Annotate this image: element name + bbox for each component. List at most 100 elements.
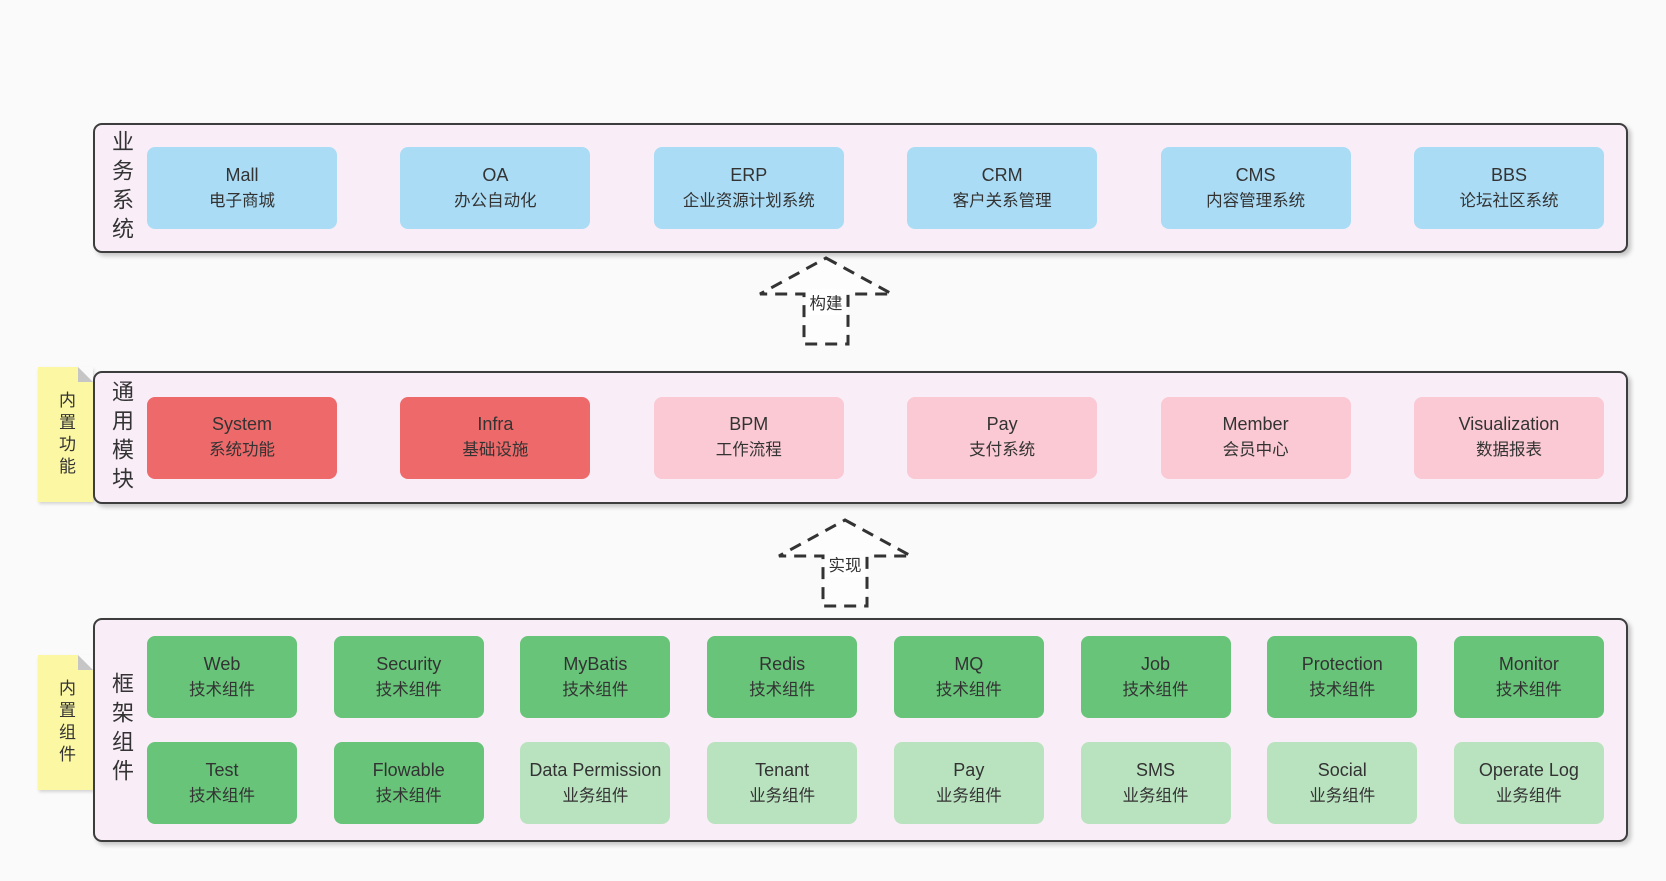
box-subtitle: 技术组件 — [935, 680, 1002, 699]
box-title: Visualization — [1458, 414, 1560, 435]
box-redis: Redis 技术组件 — [707, 636, 858, 718]
business-systems-label-col: 业务系统 — [95, 125, 147, 251]
build-arrow-label: 构建 — [806, 289, 846, 315]
box-job: Job 技术组件 — [1080, 636, 1231, 718]
box-subtitle: 技术组件 — [562, 680, 629, 699]
box-protection: Protection 技术组件 — [1267, 636, 1418, 718]
box-title: MQ — [954, 653, 984, 674]
box-subtitle: 办公自动化 — [454, 191, 537, 210]
box-subtitle: 电子商城 — [209, 191, 275, 210]
box-subtitle: 业务组件 — [1122, 786, 1189, 805]
implement-arrow: 实现 — [777, 518, 913, 608]
box-title: Monitor — [1498, 653, 1559, 674]
box-title: Security — [376, 653, 442, 674]
framework-row-1: Web 技术组件 Security 技术组件 MyBatis 技术组件 Redi… — [147, 636, 1604, 718]
common-modules-panel: 通用模块 System 系统功能 Infra 基础设施 BPM 工作流程 Pay… — [93, 371, 1628, 504]
framework-row-2: Test 技术组件 Flowable 技术组件 Data Permission … — [147, 742, 1604, 824]
box-subtitle: 业务组件 — [935, 786, 1002, 805]
sticky-note-builtin-components: 内置组件 — [38, 655, 93, 790]
box-social: Social 业务组件 — [1267, 742, 1418, 824]
box-infra: Infra 基础设施 — [400, 396, 591, 479]
box-subtitle: 技术组件 — [189, 786, 255, 805]
folded-corner-icon — [78, 367, 93, 382]
box-oa: OA 办公自动化 — [400, 147, 591, 229]
box-operate-log: Operate Log 业务组件 — [1453, 742, 1604, 824]
sticky-label: 内置功能 — [56, 390, 75, 479]
box-tenant: Tenant 业务组件 — [707, 742, 858, 824]
box-title: SMS — [1136, 759, 1176, 780]
sticky-label: 内置组件 — [56, 678, 75, 767]
common-modules-label: 通用模块 — [109, 379, 134, 496]
box-title: Pay — [953, 759, 985, 780]
box-cms: CMS 内容管理系统 — [1160, 147, 1351, 229]
box-title: Redis — [759, 653, 806, 674]
box-title: System — [211, 414, 272, 435]
framework-components-label-col: 框架组件 — [95, 620, 147, 840]
box-subtitle: 企业资源计划系统 — [682, 191, 815, 210]
box-subtitle: 技术组件 — [1495, 680, 1562, 699]
box-title: CMS — [1235, 164, 1276, 185]
box-subtitle: 基础设施 — [462, 441, 529, 460]
box-system: System 系统功能 — [147, 396, 337, 479]
box-title: Social — [1317, 759, 1367, 780]
box-bpm: BPM 工作流程 — [653, 396, 844, 479]
box-subtitle: 技术组件 — [189, 680, 255, 699]
box-title: Test — [205, 759, 239, 780]
sticky-note-builtin-functions: 内置功能 — [38, 367, 93, 502]
box-title: Data Permission — [529, 759, 662, 780]
box-title: Mall — [225, 164, 259, 185]
box-subtitle: 工作流程 — [715, 441, 782, 460]
box-subtitle: 技术组件 — [375, 680, 442, 699]
box-subtitle: 技术组件 — [749, 680, 816, 699]
framework-components-label: 框架组件 — [109, 672, 134, 788]
box-title: BBS — [1490, 164, 1527, 185]
box-subtitle: 技术组件 — [1122, 680, 1189, 699]
box-title: BPM — [729, 414, 769, 435]
box-title: Flowable — [372, 759, 445, 780]
box-subtitle: 会员中心 — [1222, 441, 1289, 460]
box-subtitle: 数据报表 — [1475, 441, 1542, 460]
box-subtitle: 技术组件 — [1309, 680, 1376, 699]
business-systems-label: 业务系统 — [109, 130, 134, 246]
box-pay-component: Pay 业务组件 — [893, 742, 1044, 824]
business-systems-boxes: Mall 电子商城 OA 办公自动化 ERP 企业资源计划系统 CRM 客户关系… — [147, 147, 1626, 229]
box-title: Web — [203, 653, 241, 674]
box-subtitle: 支付系统 — [969, 441, 1036, 460]
implement-arrow-label: 实现 — [825, 551, 865, 577]
box-subtitle: 业务组件 — [749, 786, 816, 805]
box-visualization: Visualization 数据报表 — [1413, 396, 1604, 479]
box-test: Test 技术组件 — [147, 742, 297, 824]
box-subtitle: 论坛社区系统 — [1459, 191, 1559, 210]
box-title: Tenant — [755, 759, 810, 780]
box-subtitle: 技术组件 — [375, 786, 442, 805]
box-mq: MQ 技术组件 — [893, 636, 1044, 718]
common-modules-label-col: 通用模块 — [95, 373, 147, 502]
common-modules-boxes: System 系统功能 Infra 基础设施 BPM 工作流程 Pay 支付系统… — [147, 396, 1626, 479]
box-title: Pay — [986, 414, 1018, 435]
box-title: Operate Log — [1478, 759, 1579, 780]
box-bbs: BBS 论坛社区系统 — [1413, 147, 1604, 229]
box-mybatis: MyBatis 技术组件 — [520, 636, 671, 718]
box-title: MyBatis — [563, 653, 628, 674]
box-erp: ERP 企业资源计划系统 — [653, 147, 844, 229]
box-pay-system: Pay 支付系统 — [907, 396, 1098, 479]
box-security: Security 技术组件 — [333, 636, 484, 718]
build-arrow: 构建 — [758, 256, 894, 346]
box-title: Member — [1222, 414, 1289, 435]
box-title: Job — [1141, 653, 1171, 674]
folded-corner-icon — [78, 655, 93, 670]
box-sms: SMS 业务组件 — [1080, 742, 1231, 824]
box-member: Member 会员中心 — [1160, 396, 1351, 479]
box-title: OA — [482, 164, 509, 185]
box-subtitle: 业务组件 — [1495, 786, 1562, 805]
box-data-permission: Data Permission 业务组件 — [520, 742, 671, 824]
box-subtitle: 客户关系管理 — [952, 191, 1052, 210]
box-subtitle: 业务组件 — [1309, 786, 1376, 805]
framework-components-grid: Web 技术组件 Security 技术组件 MyBatis 技术组件 Redi… — [147, 636, 1626, 824]
business-systems-panel: 业务系统 Mall 电子商城 OA 办公自动化 ERP 企业资源计划系统 CRM… — [93, 123, 1628, 253]
box-title: ERP — [730, 164, 768, 185]
box-monitor: Monitor 技术组件 — [1453, 636, 1604, 718]
box-subtitle: 系统功能 — [209, 441, 275, 460]
box-mall: Mall 电子商城 — [147, 147, 337, 229]
